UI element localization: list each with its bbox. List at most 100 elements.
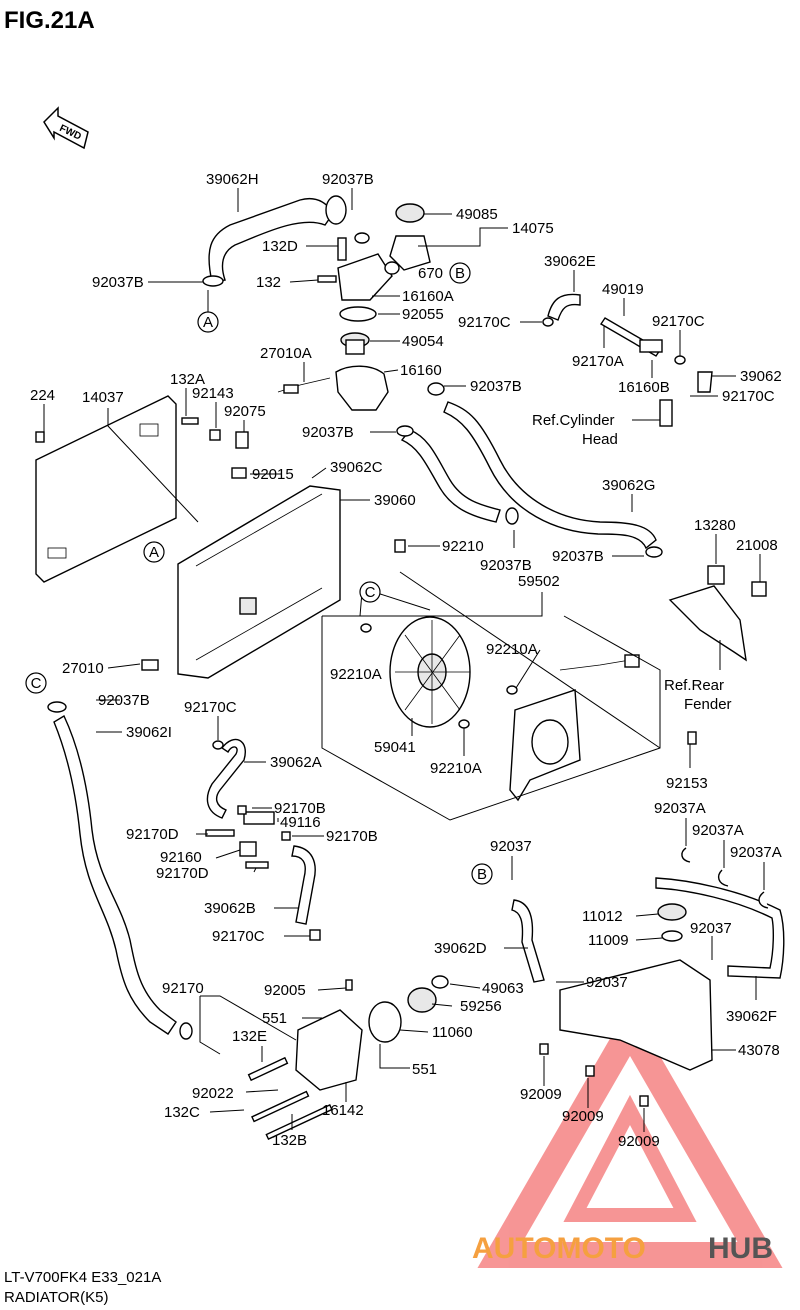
radiator-label-icon [239,597,257,615]
fwd-arrow-icon: FWD [43,106,89,150]
part-label: 132 [256,274,281,291]
part-label: 92055 [402,306,444,323]
gasket-11009-icon [661,930,683,942]
sensor-27010-icon [141,659,159,671]
hose-39062-icon [697,371,713,393]
oring-670-icon [384,261,400,275]
hose-39062a-icon [206,738,246,819]
clamp-92037b-g-icon [47,701,67,713]
part-label: 92170C [184,699,237,716]
part-label: 92037B [480,557,532,574]
part-label: 92170C [458,314,511,331]
shroud-grille-icon [139,423,159,437]
hose-39062b-icon [291,845,316,925]
part-label: 92037B [92,274,144,291]
part-label: 132C [164,1104,200,1121]
part-label: 92170C [722,388,775,405]
watermark-triangle-inner-icon [563,1094,697,1222]
fan-motor-icon [531,719,569,765]
part-label: 92075 [224,403,266,420]
bolt-92009-a-icon [539,1043,549,1055]
part-label: 92170A [572,353,624,370]
circle-ref-b-top: B [449,262,471,284]
housing-16160-icon [335,365,389,411]
part-label: 49116 [280,814,321,831]
clamp-92037b-c-icon [396,425,414,437]
model-code: LT-V700FK4 E33_021A [4,1269,161,1286]
hose-39062g-icon [443,401,657,550]
clamp-92170d-b-icon [245,861,269,869]
bolt-92009-b-icon [585,1065,595,1077]
part-label: 92170B [326,828,378,845]
part-label: 16160B [618,379,670,396]
bolt-92153-icon [687,731,697,745]
part-label: 11060 [432,1024,473,1041]
part-label: 92170C [212,928,265,945]
circle-ref-a-radiator: A [143,541,165,563]
part-label: 92170D [126,826,179,843]
fan-spokes-icon [395,620,470,724]
part-label: 16142 [322,1102,364,1119]
part-label: 39062C [330,459,383,476]
svg-text:B: B [477,866,487,883]
grommet-92210a-a-icon [360,623,372,633]
part-label: 92009 [618,1133,660,1150]
part-label: 59256 [460,998,502,1015]
clamp-92170c-c-icon [212,740,224,750]
part-label: 27010A [260,345,312,362]
part-label: 132E [232,1028,267,1045]
part-label: 92037A [730,844,782,861]
hose-39062h-icon [208,198,333,283]
part-label: 39062A [270,754,322,771]
svg-text:B: B [455,265,465,282]
gasket-11060-icon [368,1001,402,1043]
part-label: 11012 [582,908,623,925]
leader-lines [43,188,765,1132]
part-label: 92210A [330,666,382,683]
part-label: 27010 [62,660,104,677]
circle-ref-c-radiator: C [359,581,381,603]
clip-92210-icon [394,539,406,553]
ref-label: Ref.Rear [664,677,724,694]
clamp-92037a-a-icon [681,847,691,863]
part-label: 92009 [562,1108,604,1125]
section-name: RADIATOR(K5) [4,1289,108,1306]
clamp-92170c-d-icon [309,929,321,941]
pipe-16160b-icon [639,339,663,353]
figure-title: FIG.21A [4,7,95,34]
part-label: 16160A [402,288,454,305]
part-label: 92170B [274,800,326,817]
filler-neck-icon [389,235,431,271]
part-label: 43078 [738,1042,780,1059]
clamp-92037a-b-icon [717,869,729,887]
reserve-tank-icon [559,959,713,1071]
sensor-27010a-icon [283,384,299,394]
part-label: 92153 [666,775,708,792]
ref-label: Fender [684,696,732,713]
hose-end-icon [325,195,347,225]
clamp-92170b-b-icon [281,831,291,841]
part-label: 92037 [490,838,532,855]
part-label: 49085 [456,206,498,223]
part-label: 59502 [518,573,560,590]
circle-ref-a-top: A [197,311,219,333]
ref-rear-fender-icon [668,585,747,662]
part-label: 39062E [544,253,596,270]
relay-13280-icon [707,565,725,585]
part-label: 92037B [552,548,604,565]
watermark-triangle-icon [477,1004,783,1268]
part-label: 11009 [588,932,629,949]
bolt-132-icon [317,275,337,283]
part-label: 14037 [82,389,124,406]
part-label: 92037A [692,822,744,839]
ref-label: Head [582,431,618,448]
part-label: 92022 [192,1085,234,1102]
hose-39062i-icon [53,715,177,1035]
part-labels: 39062H 92037B 49085 14075 132D 670 92037… [30,171,782,1150]
radiator-fins-icon [195,493,323,661]
svg-text:A: A [203,314,213,331]
fan-wire-icon [559,659,631,671]
part-label: 551 [412,1061,437,1078]
part-label: 92170C [652,313,705,330]
